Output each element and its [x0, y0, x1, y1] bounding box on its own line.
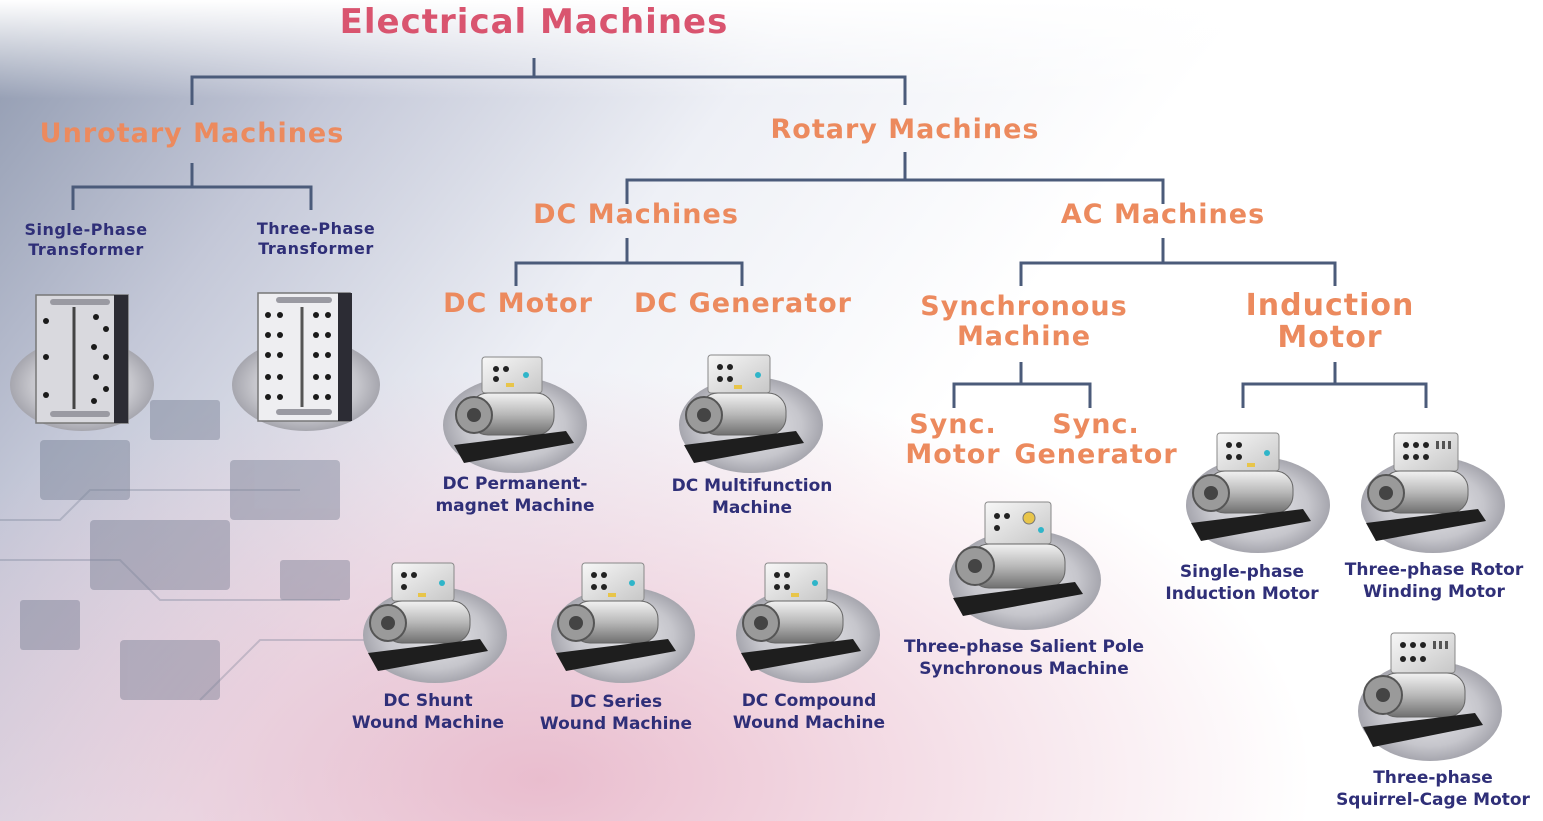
node-rotary-machines: Rotary Machines: [770, 114, 1040, 145]
diagram-title: Electrical Machines: [339, 2, 729, 42]
node-sync-generator-line-2: Generator: [1014, 439, 1178, 470]
item-dc-shunt-wound-machine: DC Shunt Wound Machine: [352, 690, 504, 734]
item-squirrel-cage-line-1: Three-phase: [1373, 768, 1493, 788]
item-single-phase-transformer-line-2: Transformer: [28, 240, 144, 259]
node-synchronous-line-1: Synchronous: [920, 291, 1128, 322]
item-three-phase-rotor-winding-motor: Three-phase Rotor Winding Motor: [1345, 559, 1523, 603]
three-phase-rotor-winding-motor-image: [1361, 432, 1505, 553]
item-dc-series-wound-machine: DC Series Wound Machine: [540, 691, 692, 735]
three-phase-transformer-image: [232, 292, 380, 431]
item-single-phase-induction-motor: Single-phase Induction Motor: [1165, 561, 1318, 605]
item-dc-compound-line-1: DC Compound: [741, 691, 877, 711]
item-three-phase-transformer-line-2: Transformer: [258, 239, 374, 258]
dc-permanent-magnet-machine-image: [443, 356, 587, 473]
item-salient-pole-line-1: Three-phase Salient Pole: [903, 637, 1145, 657]
node-sync-motor-line-1: Sync.: [909, 409, 997, 440]
node-sync-generator: Sync. Generator: [1014, 410, 1177, 470]
node-induction-line-1: Induction: [1245, 288, 1415, 323]
item-dc-permanent-magnet-machine: DC Permanent- magnet Machine: [435, 473, 594, 517]
single-phase-transformer-image: [10, 294, 154, 431]
dc-series-wound-machine-image: [551, 562, 695, 683]
dc-shunt-wound-machine-image: [363, 562, 507, 683]
item-dc-compound-wound-machine: DC Compound Wound Machine: [733, 690, 885, 734]
node-dc-machines: DC Machines: [533, 199, 739, 230]
item-dc-permanent-magnet-line-2: magnet Machine: [435, 496, 595, 516]
node-dc-motor: DC Motor: [443, 288, 593, 319]
item-three-phase-rotor-line-1: Three-phase Rotor: [1344, 560, 1524, 580]
squirrel-cage-motor-image: [1358, 632, 1502, 761]
item-dc-permanent-magnet-line-1: DC Permanent-: [442, 474, 588, 494]
node-synchronous-line-2: Machine: [956, 321, 1092, 352]
item-salient-pole-line-2: Synchronous Machine: [919, 659, 1129, 679]
node-unrotary-machines: Unrotary Machines: [39, 118, 345, 149]
item-dc-series-line-2: Wound Machine: [539, 714, 693, 734]
item-dc-multifunction-machine: DC Multifunction Machine: [672, 475, 833, 519]
salient-pole-synchronous-machine-image: [949, 501, 1101, 630]
item-dc-shunt-line-1: DC Shunt: [383, 691, 473, 711]
item-dc-multifunction-line-1: DC Multifunction: [671, 476, 833, 496]
item-single-phase-induction-line-2: Induction Motor: [1165, 584, 1319, 604]
item-dc-multifunction-line-2: Machine: [711, 498, 793, 518]
item-single-phase-transformer: Single-Phase Transformer: [24, 220, 147, 260]
node-sync-motor: Sync. Motor: [905, 410, 1000, 470]
single-phase-induction-motor-image: [1186, 432, 1330, 553]
node-sync-motor-line-2: Motor: [905, 439, 1001, 470]
dc-compound-wound-machine-image: [736, 562, 880, 683]
node-sync-generator-line-1: Sync.: [1052, 409, 1140, 440]
item-three-phase-transformer-line-1: Three-Phase: [256, 219, 376, 238]
item-three-phase-squirrel-cage-motor: Three-phase Squirrel-Cage Motor: [1336, 767, 1530, 811]
node-induction-line-2: Motor: [1277, 320, 1383, 355]
item-three-phase-rotor-line-2: Winding Motor: [1363, 582, 1505, 602]
item-single-phase-transformer-line-1: Single-Phase: [24, 220, 148, 239]
item-three-phase-transformer: Three-Phase Transformer: [257, 219, 375, 259]
item-three-phase-salient-pole-synchronous-machine: Three-phase Salient Pole Synchronous Mac…: [904, 636, 1144, 680]
node-dc-generator: DC Generator: [634, 288, 852, 319]
node-synchronous-machine: Synchronous Machine: [920, 292, 1127, 352]
item-dc-compound-line-2: Wound Machine: [732, 713, 886, 733]
node-induction-motor: Induction Motor: [1246, 290, 1415, 354]
item-single-phase-induction-line-1: Single-phase: [1179, 562, 1305, 582]
item-dc-series-line-1: DC Series: [569, 692, 663, 712]
item-squirrel-cage-line-2: Squirrel-Cage Motor: [1336, 790, 1530, 810]
dc-multifunction-machine-image: [679, 354, 823, 473]
item-dc-shunt-line-2: Wound Machine: [351, 713, 505, 733]
node-ac-machines: AC Machines: [1060, 199, 1266, 230]
